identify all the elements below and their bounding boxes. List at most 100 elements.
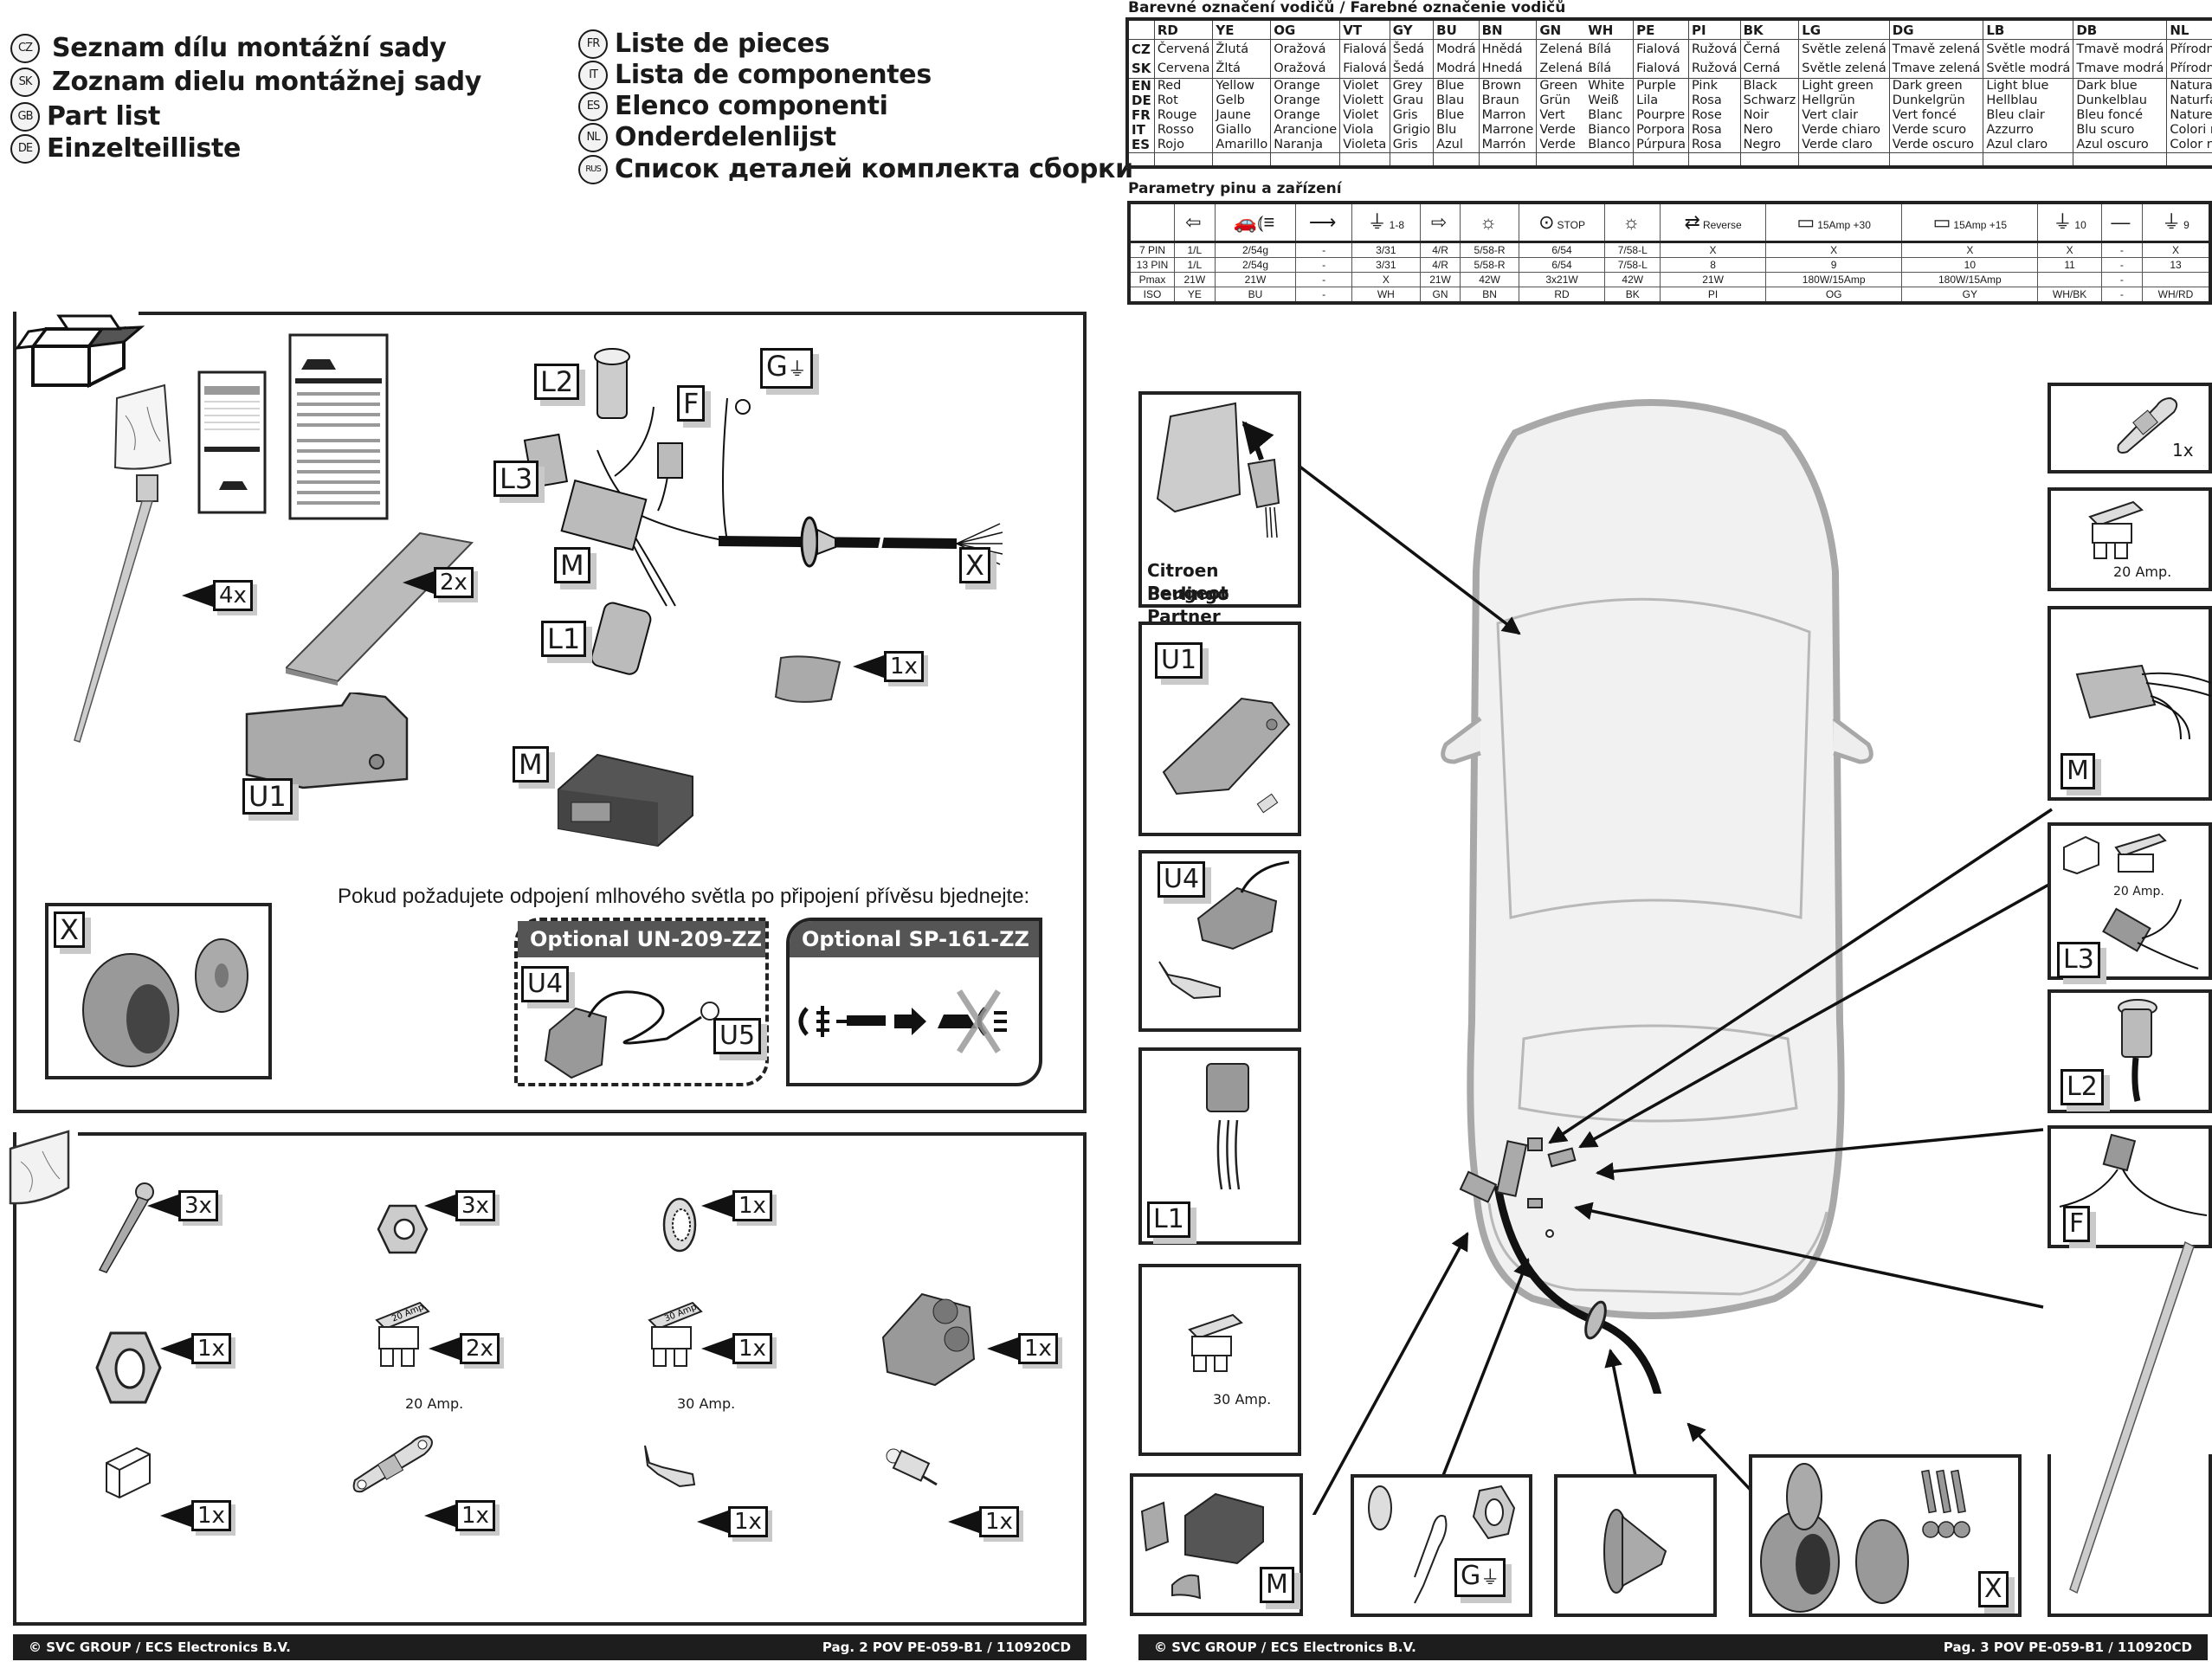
hardware-frame-top-border [78, 1132, 1087, 1136]
pin-value: 180W/15Amp [1901, 272, 2039, 287]
color-name: Tmave zelená [1888, 59, 1983, 79]
pin-column-label: 15Amp +30 [1817, 219, 1871, 231]
color-name: Amarillo [1212, 138, 1271, 153]
installation-manual-icon [288, 333, 389, 520]
color-code: BK [1739, 19, 1799, 40]
color-name: Fialová [1633, 59, 1689, 79]
pin-column-header: ⇄Reverse [1660, 202, 1767, 243]
color-name: Naranja [1270, 138, 1340, 153]
trailer-socket-icon [82, 938, 248, 1067]
color-code: PE [1633, 19, 1689, 40]
pin-value: 9 [1765, 257, 1903, 273]
fuse-30-caption: 30 Amp. [677, 1395, 736, 1412]
lock-washer-icon [662, 1197, 697, 1253]
language-badge-it: IT [578, 60, 608, 90]
blank-cell [1536, 152, 1586, 167]
color-name: Rosa [1688, 138, 1741, 153]
qty-value: 1x [455, 1500, 495, 1531]
color-name: Fialová [1339, 39, 1390, 59]
qty-pointer-icon [182, 584, 213, 607]
wiring-harness-illustration [523, 348, 1003, 675]
color-name: Oražová [1270, 39, 1340, 59]
pin-value: PI [1660, 287, 1767, 304]
color-name: Naturfarben [2166, 93, 2212, 108]
instruction-leaflet-icon [197, 370, 267, 514]
color-name: Violett [1339, 93, 1390, 108]
color-name: Rot [1153, 93, 1213, 108]
arrow-module [1312, 1232, 1469, 1515]
ground-icon: ⏚ [2162, 211, 2182, 233]
pin-value: 4/R [1419, 257, 1461, 273]
tail-light-icon: ☼ [1622, 211, 1641, 233]
color-name: Colori naturali [2166, 123, 2212, 138]
row-language: DE [1132, 93, 1151, 108]
color-name: Světle zelená [1798, 59, 1890, 79]
pin-parameters-table: ⇦🚗⦅≡⟶⏚1-8⇨☼⊙STOP☼⇄Reverse▭15Amp +30▭15Am… [1127, 201, 2212, 305]
qty-pointer-icon [697, 1511, 728, 1533]
arrow-m [1548, 808, 2053, 1144]
color-code: OG [1270, 19, 1340, 40]
color-name: Noir [1739, 108, 1799, 123]
color-name: Modrá [1433, 59, 1480, 79]
cable-tie-qty: 4x [182, 580, 253, 611]
pin-value: 180W/15Amp [1765, 272, 1903, 287]
pin-value: - [1295, 272, 1352, 287]
color-name: Jaune [1212, 108, 1271, 123]
color-name: Žltá [1212, 59, 1271, 79]
pin-value: 21W [1660, 272, 1767, 287]
qty-value: 1x [732, 1333, 772, 1364]
label-f: F [677, 385, 706, 422]
pin-value: RD [1518, 287, 1606, 304]
kit-frame-top-border [139, 312, 1087, 315]
color-name: Bleu foncé [2073, 108, 2167, 123]
qty-value: 1x [979, 1506, 1019, 1537]
qty-pointer-icon [403, 571, 434, 594]
pin-value: - [2100, 257, 2143, 273]
qty-value: 1x [191, 1500, 231, 1531]
color-code: YE [1212, 19, 1271, 40]
pin-value: OG [1765, 287, 1903, 304]
color-name: Přírodní barva [2166, 39, 2212, 59]
pin-value: - [2100, 272, 2143, 287]
socket-x-panel [1749, 1454, 2022, 1617]
color-name: Brown [1478, 78, 1537, 93]
optional-un-209-panel [514, 918, 769, 1086]
color-name: Verde oscuro [1888, 138, 1983, 153]
color-name: Oražová [1270, 59, 1340, 79]
u1-bracket-icon [1162, 697, 1291, 814]
pin-column-header: ⇦ [1174, 202, 1216, 243]
color-name: Azzurro [1983, 123, 2073, 138]
color-name: Vert [1536, 108, 1586, 123]
color-name: Fialová [1633, 39, 1689, 59]
strip-fuse-qty: 1x [2172, 440, 2194, 461]
qty-pointer-icon [701, 1337, 732, 1360]
color-name: Color natural [2166, 138, 2212, 153]
nut-small-icon [377, 1204, 429, 1254]
corner-cell [1128, 202, 1175, 243]
color-code: DG [1888, 19, 1983, 40]
blade-fuse-30-qty: 1x [701, 1333, 772, 1364]
blank-cell [1212, 152, 1271, 167]
corner-cell [1127, 19, 1155, 40]
fog-light-adapter-icon [544, 990, 719, 1079]
color-name: Natural colour [2166, 78, 2212, 93]
label-x-harness: X [959, 547, 990, 583]
connector-housing-qty: 1x [987, 1333, 1058, 1364]
blank-cell [1798, 152, 1890, 167]
control-module-icon [558, 753, 693, 847]
nut-small-qty: 3x [424, 1190, 495, 1221]
fuse-30-panel: 30 Amp. [1138, 1264, 1301, 1456]
pin-value: - [1295, 242, 1352, 258]
fuse-20-panel: 20 Amp. [2048, 487, 2212, 591]
pin-value: 3/31 [1351, 257, 1421, 273]
qty-value: 4x [213, 580, 253, 611]
pin-value: GN [1419, 287, 1461, 304]
qty-value: 1x [884, 651, 924, 682]
